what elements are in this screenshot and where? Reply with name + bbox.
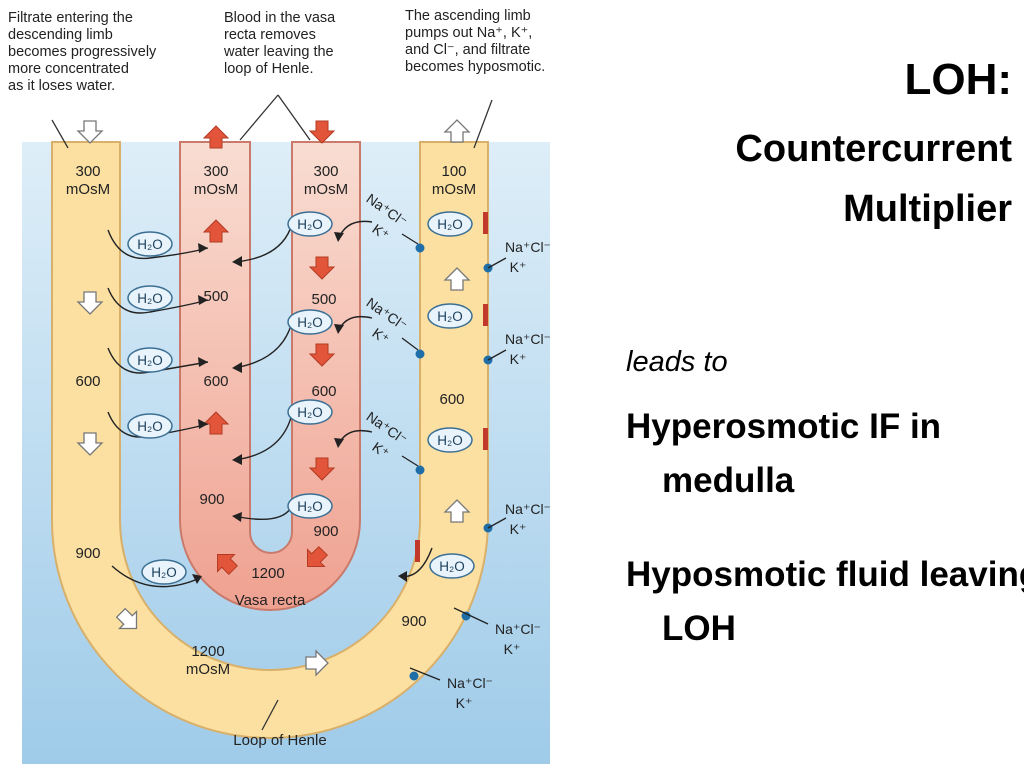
- pump-bars: [415, 212, 488, 562]
- water-label: H₂O: [297, 499, 323, 514]
- caption-line: becomes hyposmotic.: [405, 59, 546, 75]
- water-label: H₂O: [297, 217, 323, 232]
- vasa-recta-label: Vasa recta: [235, 592, 306, 609]
- water-label: H₂O: [137, 291, 163, 306]
- water-label: H₂O: [297, 315, 323, 330]
- water-label: H₂O: [297, 405, 323, 420]
- water-label: H₂O: [437, 217, 463, 232]
- descending-limb-caption: Filtrate entering the descending limb be…: [8, 10, 156, 95]
- desc-top-value: 300: [75, 163, 100, 180]
- water-label: H₂O: [439, 559, 465, 574]
- vasa-1200-label: 1200: [251, 565, 284, 582]
- slide-subtitle-line1: Countercurrent: [735, 128, 1012, 170]
- water-flow-arrowheads: [192, 232, 407, 584]
- ion-label-k: K⁺: [369, 325, 392, 348]
- caption-line: Filtrate entering the: [8, 10, 133, 26]
- bottom-value: 1200: [191, 643, 224, 660]
- ion-label-k: K⁺: [369, 221, 392, 244]
- vasa-600-right: 600: [311, 383, 336, 400]
- ion-labels-outside: Na⁺Cl⁻ K⁺ Na⁺Cl⁻ K⁺ Na⁺Cl⁻ K⁺ Na⁺Cl⁻ K⁺ …: [447, 239, 551, 711]
- vasa-900-right: 900: [313, 523, 338, 540]
- caption-line: water leaving the: [224, 44, 334, 60]
- desc-600-label: 600: [75, 373, 100, 390]
- leads-to-text: leads to: [626, 346, 728, 378]
- ion-label-k: K⁺: [456, 695, 473, 711]
- bottom-unit: mOsM: [186, 661, 230, 678]
- water-label: H₂O: [437, 309, 463, 324]
- caption-line: The ascending limb: [405, 8, 531, 24]
- caption-line: and Cl⁻, and filtrate: [405, 42, 531, 58]
- slide-subtitle-line2: Multiplier: [843, 188, 1012, 230]
- vasa-right-top-value: 300: [313, 163, 338, 180]
- asc-600-label: 600: [439, 391, 464, 408]
- asc-top-value: 100: [441, 163, 466, 180]
- vasa-left-top-unit: mOsM: [194, 181, 238, 198]
- ion-label-nacl: Na⁺Cl⁻: [505, 239, 551, 255]
- asc-900-label: 900: [401, 613, 426, 630]
- water-label: H₂O: [151, 565, 177, 580]
- ascending-limb-caption: The ascending limb pumps out Na⁺, K⁺, an…: [405, 8, 545, 76]
- water-label: H₂O: [137, 353, 163, 368]
- ascending-flow-arrow: [444, 119, 470, 143]
- loop-of-henle-tubule: [51, 141, 489, 739]
- water-labels: H₂O H₂O H₂O H₂O H₂O H₂O H₂O H₂O H₂O H₂O …: [137, 217, 465, 580]
- caption-line: recta removes: [224, 27, 316, 43]
- vasa-600-left: 600: [203, 373, 228, 390]
- vasa-900-left: 900: [199, 491, 224, 508]
- vasa-left-top-value: 300: [203, 163, 228, 180]
- caption-pointers: [51, 94, 493, 731]
- desc-top-unit: mOsM: [66, 181, 110, 198]
- caption-line: Blood in the vasa: [224, 10, 336, 26]
- water-label: H₂O: [437, 433, 463, 448]
- ion-label-k: K⁺: [369, 439, 392, 462]
- caption-line: descending limb: [8, 27, 113, 43]
- ion-arrows: [401, 233, 507, 681]
- water-label: H₂O: [137, 419, 163, 434]
- caption-line: more concentrated: [8, 61, 129, 77]
- ion-label-nacl: Na⁺Cl⁻: [505, 501, 551, 517]
- water-label: H₂O: [137, 237, 163, 252]
- ion-label-k: K⁺: [510, 521, 527, 537]
- caption-line: as it loses water.: [8, 78, 116, 94]
- vasa-500-left: 500: [203, 288, 228, 305]
- ion-label-nacl: Na⁺Cl⁻: [505, 331, 551, 347]
- slide-title: LOH:: [904, 55, 1012, 104]
- caption-line: pumps out Na⁺, K⁺,: [405, 25, 533, 41]
- descending-flow-arrow: [77, 120, 103, 144]
- ion-label-k: K⁺: [510, 351, 527, 367]
- loop-of-henle-label: Loop of Henle: [233, 732, 326, 749]
- desc-900-label: 900: [75, 545, 100, 562]
- vasa-recta-vessel: [179, 141, 361, 611]
- vasa-down-arrow: [309, 120, 335, 144]
- ion-label-k: K⁺: [504, 641, 521, 657]
- ion-label-nacl: Na⁺Cl⁻: [495, 621, 541, 637]
- vasa-500-right: 500: [311, 291, 336, 308]
- asc-top-unit: mOsM: [432, 181, 476, 198]
- water-ovals: [127, 211, 475, 585]
- caption-line: loop of Henle.: [224, 61, 314, 77]
- vasa-recta-caption: Blood in the vasa recta removes water le…: [224, 10, 335, 78]
- point-hyposmotic-fluid: Hyposmotic fluid leaving LOH: [626, 555, 1024, 648]
- point-hyperosmotic-if: Hyperosmotic IF in medulla: [626, 407, 942, 500]
- ion-label-k: K⁺: [510, 259, 527, 275]
- ion-label-nacl: Na⁺Cl⁻: [447, 675, 493, 691]
- vasa-right-top-unit: mOsM: [304, 181, 348, 198]
- caption-line: becomes progressively: [8, 44, 157, 60]
